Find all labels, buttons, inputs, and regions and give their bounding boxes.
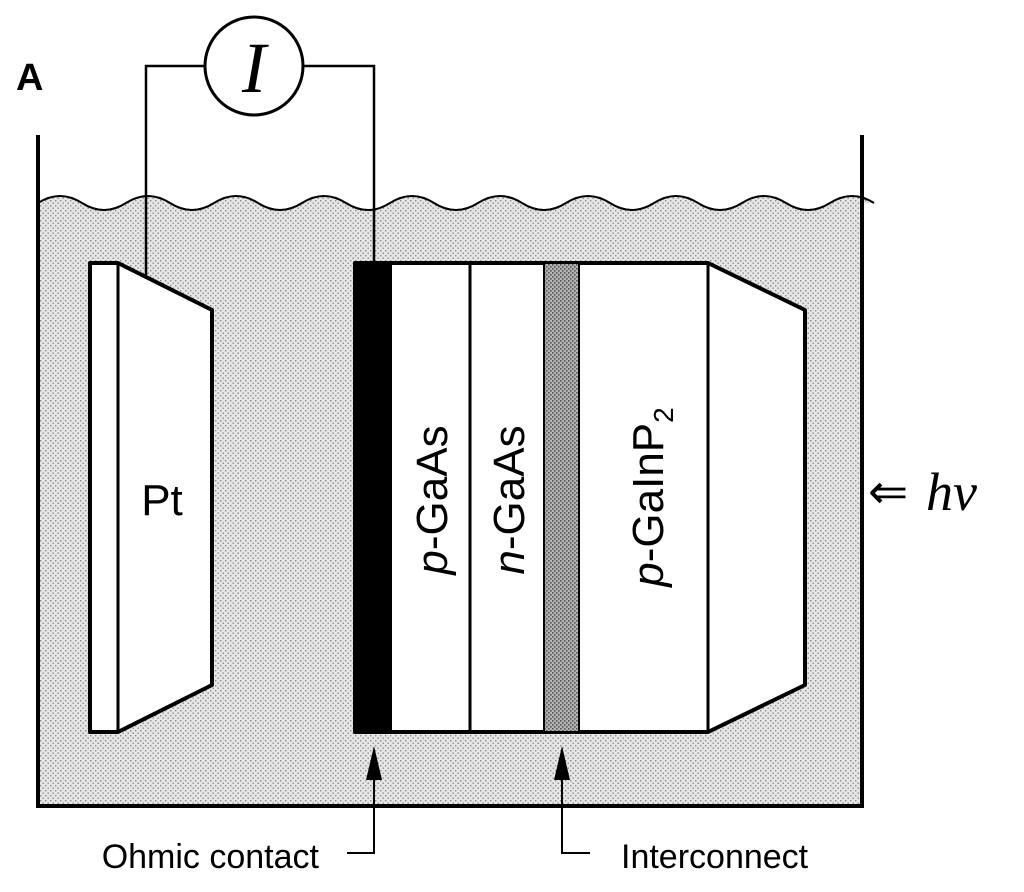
p-gaas-label: p-GaAs xyxy=(408,425,457,576)
n-gaas-label: n-GaAs xyxy=(485,425,534,574)
p-gainp2-label: p-GaInP2 xyxy=(624,407,679,588)
beaker xyxy=(36,135,864,808)
ammeter: I xyxy=(203,15,305,117)
interconnect-layer xyxy=(543,262,580,733)
pt-electrode xyxy=(88,261,214,734)
ohmic-callout-line xyxy=(347,780,375,854)
photoelectrode xyxy=(353,261,807,734)
light-arrow-icon: ⇐ xyxy=(868,466,908,519)
light-symbol: hν xyxy=(926,462,977,522)
interconnect-callout-arrow-icon xyxy=(554,746,570,780)
pt-label: Pt xyxy=(141,476,183,525)
electrolyte-surface xyxy=(37,195,875,211)
panel-letter: A xyxy=(16,57,43,99)
ohmic-contact-layer xyxy=(355,263,392,732)
ohmic-contact-label: Ohmic contact xyxy=(102,838,320,876)
ammeter-symbol: I xyxy=(241,28,269,108)
interconnect-callout-line xyxy=(561,780,590,854)
circuit-wire xyxy=(144,64,376,275)
ohmic-callout-arrow-icon xyxy=(366,746,382,780)
interconnect-label: Interconnect xyxy=(621,838,809,876)
